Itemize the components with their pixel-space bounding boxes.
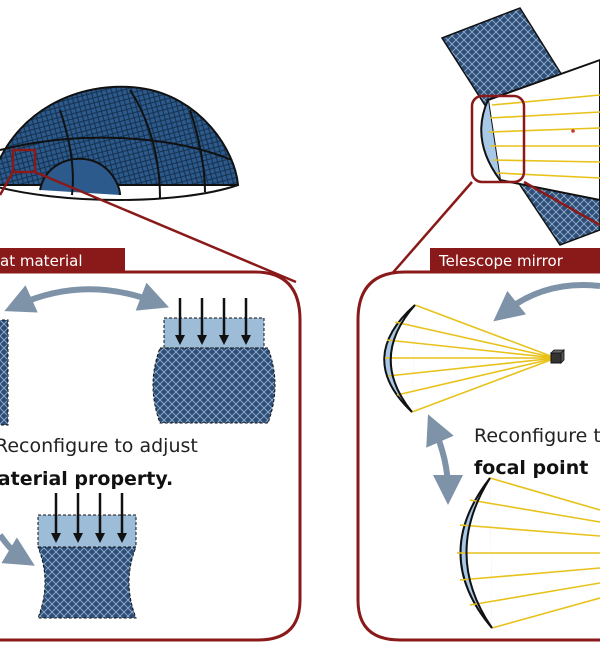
reconfigure-arrow-right-vertical — [426, 414, 463, 505]
habitat-caption-line2: material property. — [0, 468, 173, 490]
telescope-satellite-icon — [440, 7, 600, 246]
telescope-tab-label: Telescope mirror — [438, 252, 564, 270]
focal-point-icon — [550, 349, 565, 364]
mirror-defocused — [457, 477, 600, 629]
zoom-box-telescope — [470, 94, 526, 184]
lattice-block-compressed-wide — [152, 298, 276, 424]
mirror-focused — [383, 304, 557, 413]
habitat-tab — [0, 248, 125, 272]
habitat-caption-line1: Reconfigure to adjust — [0, 435, 198, 457]
habitat-tab-label: Habitat material — [0, 252, 83, 270]
telescope-caption-line1: Reconfigure to adjust — [474, 425, 600, 447]
reconfigure-arrow-top — [4, 282, 169, 313]
lattice-block-left — [0, 319, 9, 426]
dome-habitat-icon — [0, 85, 240, 201]
habitat-caption-bold: material property — [0, 468, 168, 490]
zoom-box-habitat — [11, 148, 37, 174]
habitat-caption-end: . — [166, 468, 173, 490]
reconfigure-arrow-bottom — [0, 533, 35, 566]
telescope-caption-line2: focal point — [474, 457, 588, 479]
telescope-tab — [430, 248, 600, 272]
lattice-block-compressed-narrow — [37, 493, 137, 619]
reconfigure-arrow-right-top — [493, 282, 600, 322]
